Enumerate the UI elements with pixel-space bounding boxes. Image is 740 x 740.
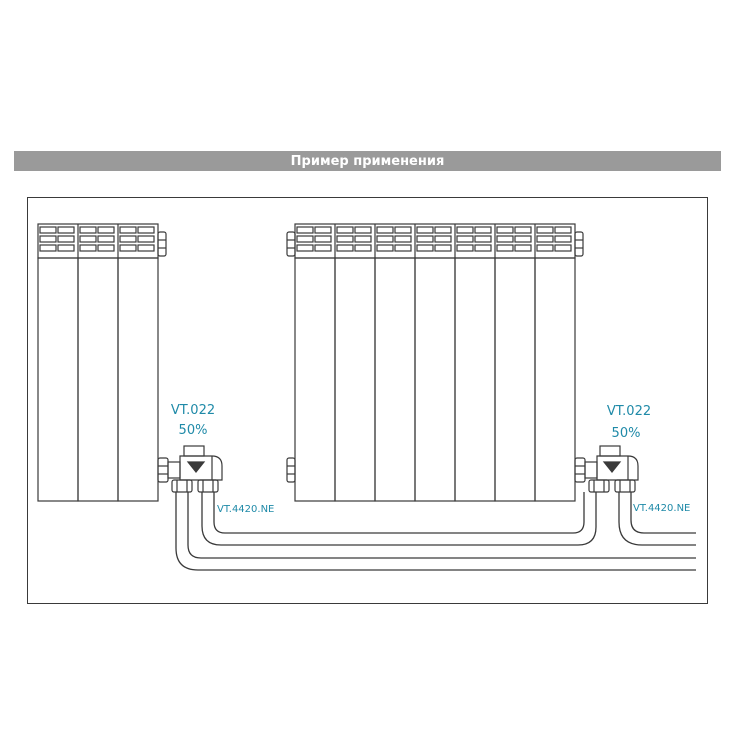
right-radiator-bottom-left-plug	[286, 457, 296, 483]
left-radiator-section-2	[77, 257, 119, 502]
right-radiator-top-left-plug	[286, 231, 296, 257]
right-valve-head	[599, 445, 621, 457]
left-valve-assembly	[157, 445, 223, 493]
left-outer-pipe-b	[187, 492, 696, 559]
right-valve-model-label: VT.022	[607, 404, 651, 419]
diagram-frame	[27, 197, 708, 604]
left-radiator-section-3	[117, 257, 159, 502]
left-radiator-top-plug	[157, 231, 167, 257]
page-title: Пример применения	[290, 153, 445, 169]
left-valve-model-label: VT.022	[171, 403, 215, 418]
left-fitting-label: VT.4420.NE	[217, 504, 274, 515]
labels: VT.022 50% VT.4420.NE VT.022 50% VT.4420…	[171, 403, 691, 515]
left-valve-setting-label: 50%	[179, 423, 208, 438]
right-valve-setting-label: 50%	[612, 426, 641, 441]
right-radiator	[286, 223, 584, 502]
left-radiator-section-1	[37, 257, 79, 502]
left-radiator	[37, 223, 167, 502]
pipes	[175, 492, 696, 571]
right-radiator-header-fins	[294, 223, 576, 259]
right-outer-pipe-b	[630, 492, 696, 534]
right-valve-arrow-icon	[602, 461, 622, 473]
connecting-pipe-b	[213, 492, 585, 534]
right-valve-assembly	[574, 445, 639, 493]
connecting-pipe-a	[201, 492, 597, 546]
left-radiator-header-fins	[37, 223, 159, 259]
right-radiator-top-right-plug	[574, 231, 584, 257]
right-fitting-label: VT.4420.NE	[633, 503, 690, 514]
left-valve-arrow-icon	[186, 461, 206, 473]
header-bar: Пример применения	[14, 151, 721, 171]
left-valve-head	[183, 445, 205, 457]
right-outer-pipe-a	[618, 492, 696, 546]
left-outer-pipe-a	[175, 492, 696, 571]
